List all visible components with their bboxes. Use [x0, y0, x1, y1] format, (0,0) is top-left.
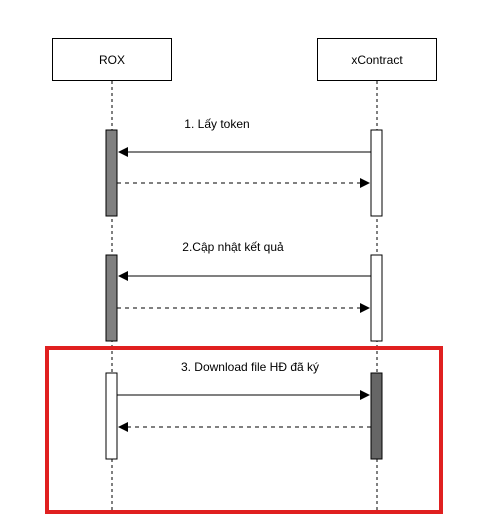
participant-rox: ROX — [52, 38, 172, 81]
activation-bar-rox-1 — [105, 129, 118, 217]
message-label-3: 3. Download file HĐ đã ký — [180, 360, 320, 374]
activation-bar-rox-3 — [105, 372, 118, 460]
message-label-2: 2.Cập nhật kết quả — [182, 240, 284, 254]
activation-bar-xcontract-1 — [370, 129, 383, 217]
activation-bar-xcontract-3 — [370, 372, 383, 460]
participant-xcontract: xContract — [317, 38, 437, 81]
participant-rox-label: ROX — [98, 52, 125, 67]
message-label-1: 1. Lấy token — [184, 117, 250, 131]
activation-bar-xcontract-2 — [370, 254, 383, 342]
participant-xcontract-label: xContract — [351, 52, 403, 67]
activation-bar-rox-2 — [105, 254, 118, 342]
